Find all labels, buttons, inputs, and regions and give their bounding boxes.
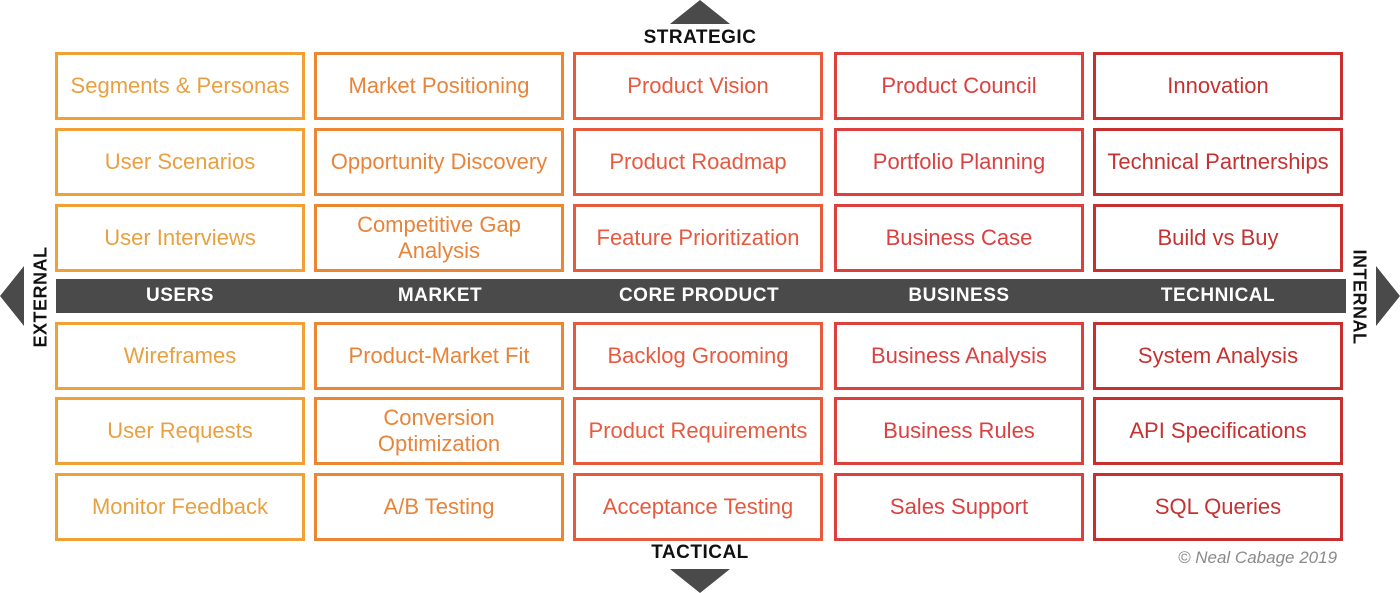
cell-opportunity-discovery: Opportunity Discovery [314, 128, 564, 196]
category-market: MARKET [397, 285, 483, 306]
category-technical: TECHNICAL [1160, 285, 1276, 306]
cell-business-case: Business Case [834, 204, 1084, 272]
axis-label-strategic: STRATEGIC [643, 27, 757, 48]
cell-business-analysis: Business Analysis [834, 322, 1084, 390]
cell-sales-support: Sales Support [834, 473, 1084, 541]
tactical-arrow-icon [670, 569, 730, 593]
cell-sql-queries: SQL Queries [1093, 473, 1343, 541]
category-core-product: CORE PRODUCT [618, 285, 780, 306]
cell-market-positioning: Market Positioning [314, 52, 564, 120]
cell-portfolio-planning: Portfolio Planning [834, 128, 1084, 196]
cell-technical-partnerships: Technical Partnerships [1093, 128, 1343, 196]
cell-feature-prioritization: Feature Prioritization [573, 204, 823, 272]
cell-user-interviews: User Interviews [55, 204, 305, 272]
cell-user-scenarios: User Scenarios [55, 128, 305, 196]
axis-label-tactical: TACTICAL [651, 542, 749, 563]
cell-backlog-grooming: Backlog Grooming [573, 322, 823, 390]
cell-monitor-feedback: Monitor Feedback [55, 473, 305, 541]
cell-wireframes: Wireframes [55, 322, 305, 390]
cell-ab-testing: A/B Testing [314, 473, 564, 541]
external-arrow-icon [0, 266, 24, 326]
cell-api-specifications: API Specifications [1093, 397, 1343, 465]
axis-label-external: EXTERNAL [30, 246, 51, 348]
cell-product-council: Product Council [834, 52, 1084, 120]
category-users: USERS [146, 285, 214, 306]
strategic-arrow-icon [670, 0, 730, 24]
cell-system-analysis: System Analysis [1093, 322, 1343, 390]
cell-innovation: Innovation [1093, 52, 1343, 120]
cell-product-roadmap: Product Roadmap [573, 128, 823, 196]
cell-user-requests: User Requests [55, 397, 305, 465]
category-business: BUSINESS [908, 285, 1010, 306]
copyright-text: © Neal Cabage 2019 [1178, 548, 1338, 567]
cell-business-rules: Business Rules [834, 397, 1084, 465]
axis-label-internal: INTERNAL [1349, 249, 1370, 345]
cell-build-vs-buy: Build vs Buy [1093, 204, 1343, 272]
cell-competitive-gap-analysis: Competitive Gap Analysis [314, 204, 564, 272]
cell-conversion-optimization: Conversion Optimization [314, 397, 564, 465]
cell-acceptance-testing: Acceptance Testing [573, 473, 823, 541]
internal-arrow-icon [1376, 266, 1400, 326]
cell-product-vision: Product Vision [573, 52, 823, 120]
cell-product-market-fit: Product-Market Fit [314, 322, 564, 390]
cell-product-requirements: Product Requirements [573, 397, 823, 465]
cell-segments-personas: Segments & Personas [55, 52, 305, 120]
category-band: USERS MARKET CORE PRODUCT BUSINESS TECHN… [56, 279, 1346, 313]
